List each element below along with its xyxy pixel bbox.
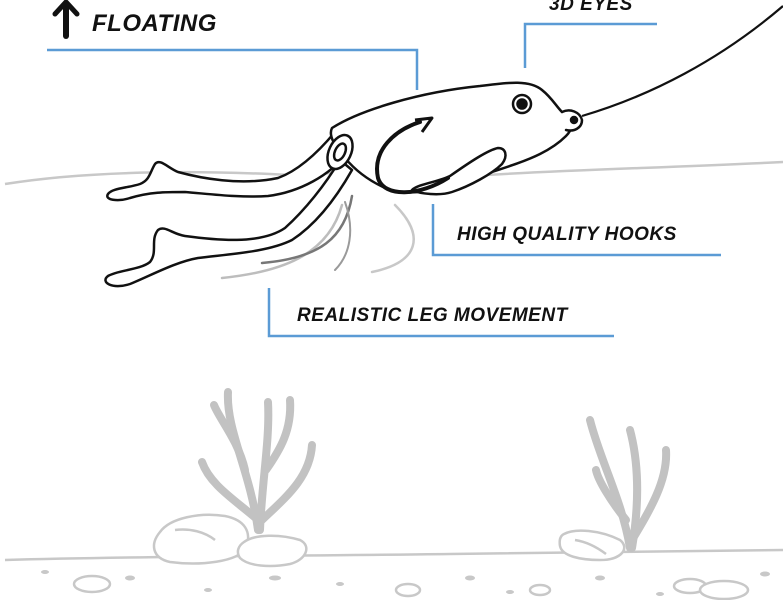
callout-eyes [523, 22, 657, 68]
seabed-rocks [72, 513, 750, 600]
ripple-lines [220, 194, 415, 280]
frog-hook [375, 120, 450, 195]
rock-left-small [236, 534, 308, 568]
seabed-pebbles [41, 570, 770, 596]
seabed-line [4, 548, 783, 562]
frog-eye [511, 93, 533, 115]
callout-hooks [431, 204, 721, 257]
callout-legs [267, 288, 614, 338]
frog-lure [104, 81, 584, 288]
callout-lines [47, 22, 721, 338]
fishing-line [581, 5, 783, 118]
frog-front-leg [410, 146, 507, 196]
frog-body [329, 81, 574, 194]
label-3d-eyes: 3D EYES [549, 0, 633, 15]
rock-left-large [152, 513, 250, 565]
callout-floating [47, 48, 419, 90]
frog-lower-leg [104, 158, 354, 288]
frog-upper-leg [106, 130, 348, 202]
seaweed-right [586, 416, 671, 552]
label-high-quality-hooks: HIGH QUALITY HOOKS [457, 224, 677, 245]
seaweed-left [198, 388, 316, 534]
label-realistic-leg-movement: REALISTIC LEG MOVEMENT [297, 305, 568, 326]
up-arrow-icon [52, 0, 80, 39]
hook-barb [414, 116, 434, 133]
label-floating: FLOATING [92, 10, 217, 37]
